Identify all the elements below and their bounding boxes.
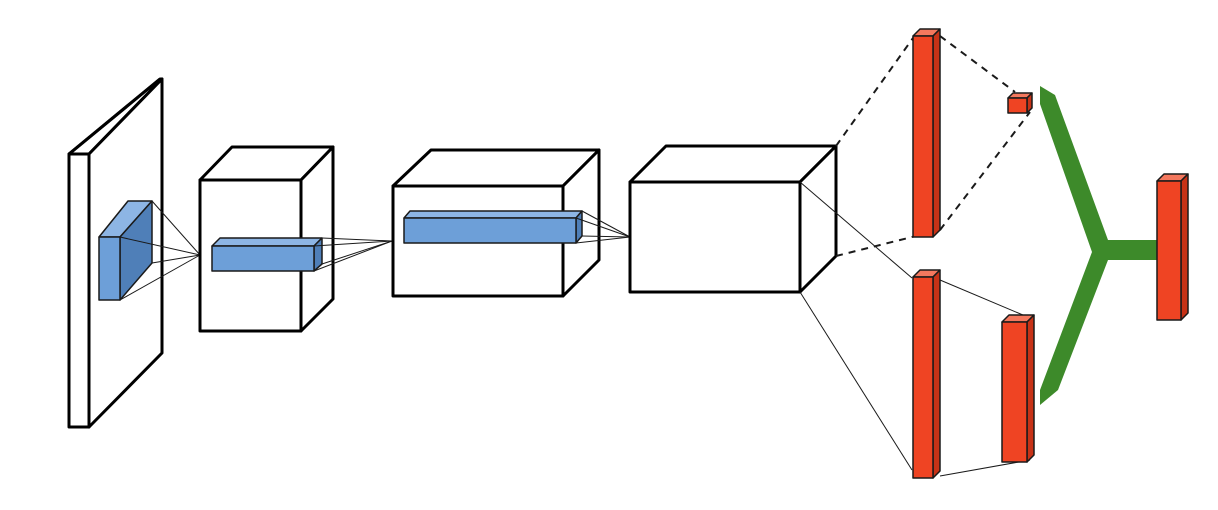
connectors-4	[799, 181, 913, 471]
dashed-connectors	[835, 35, 1031, 257]
vector-small-front	[1007, 97, 1028, 114]
vector-bottom-2-front	[1001, 321, 1028, 463]
vector-bottom-front	[912, 276, 934, 479]
input-plane-edge	[68, 77, 161, 156]
connectors-2	[313, 237, 393, 272]
connectors-3	[575, 210, 631, 244]
kernel-1-front	[98, 236, 121, 301]
vector-top	[912, 28, 941, 238]
vector-top-side	[932, 28, 941, 238]
vector-bottom-side	[932, 269, 941, 479]
vector-bottom-2	[1001, 314, 1035, 463]
merge-branch	[1040, 86, 1160, 405]
kernel-2-front	[211, 245, 315, 272]
kernel-3	[403, 210, 583, 244]
kernel-2	[211, 237, 323, 272]
kernel-3-side	[575, 210, 583, 244]
vector-top-front	[912, 35, 934, 238]
vector-bottom	[912, 269, 941, 479]
conv-volume-3	[628, 144, 838, 294]
conv-volume-3-front	[628, 180, 802, 294]
vector-bottom-2-side	[1026, 314, 1035, 463]
kernel-1	[98, 200, 153, 301]
input-plane-front	[67, 152, 91, 429]
connectors-1	[119, 200, 201, 301]
kernel-3-top	[403, 210, 583, 219]
kernel-3-front	[403, 217, 577, 244]
vector-small	[1007, 92, 1033, 114]
vector-output-side	[1180, 173, 1189, 321]
kernel-2-top	[211, 237, 323, 247]
vector-output	[1156, 173, 1189, 321]
vector-output-front	[1156, 180, 1182, 321]
merge-branch-shape	[1040, 86, 1160, 405]
